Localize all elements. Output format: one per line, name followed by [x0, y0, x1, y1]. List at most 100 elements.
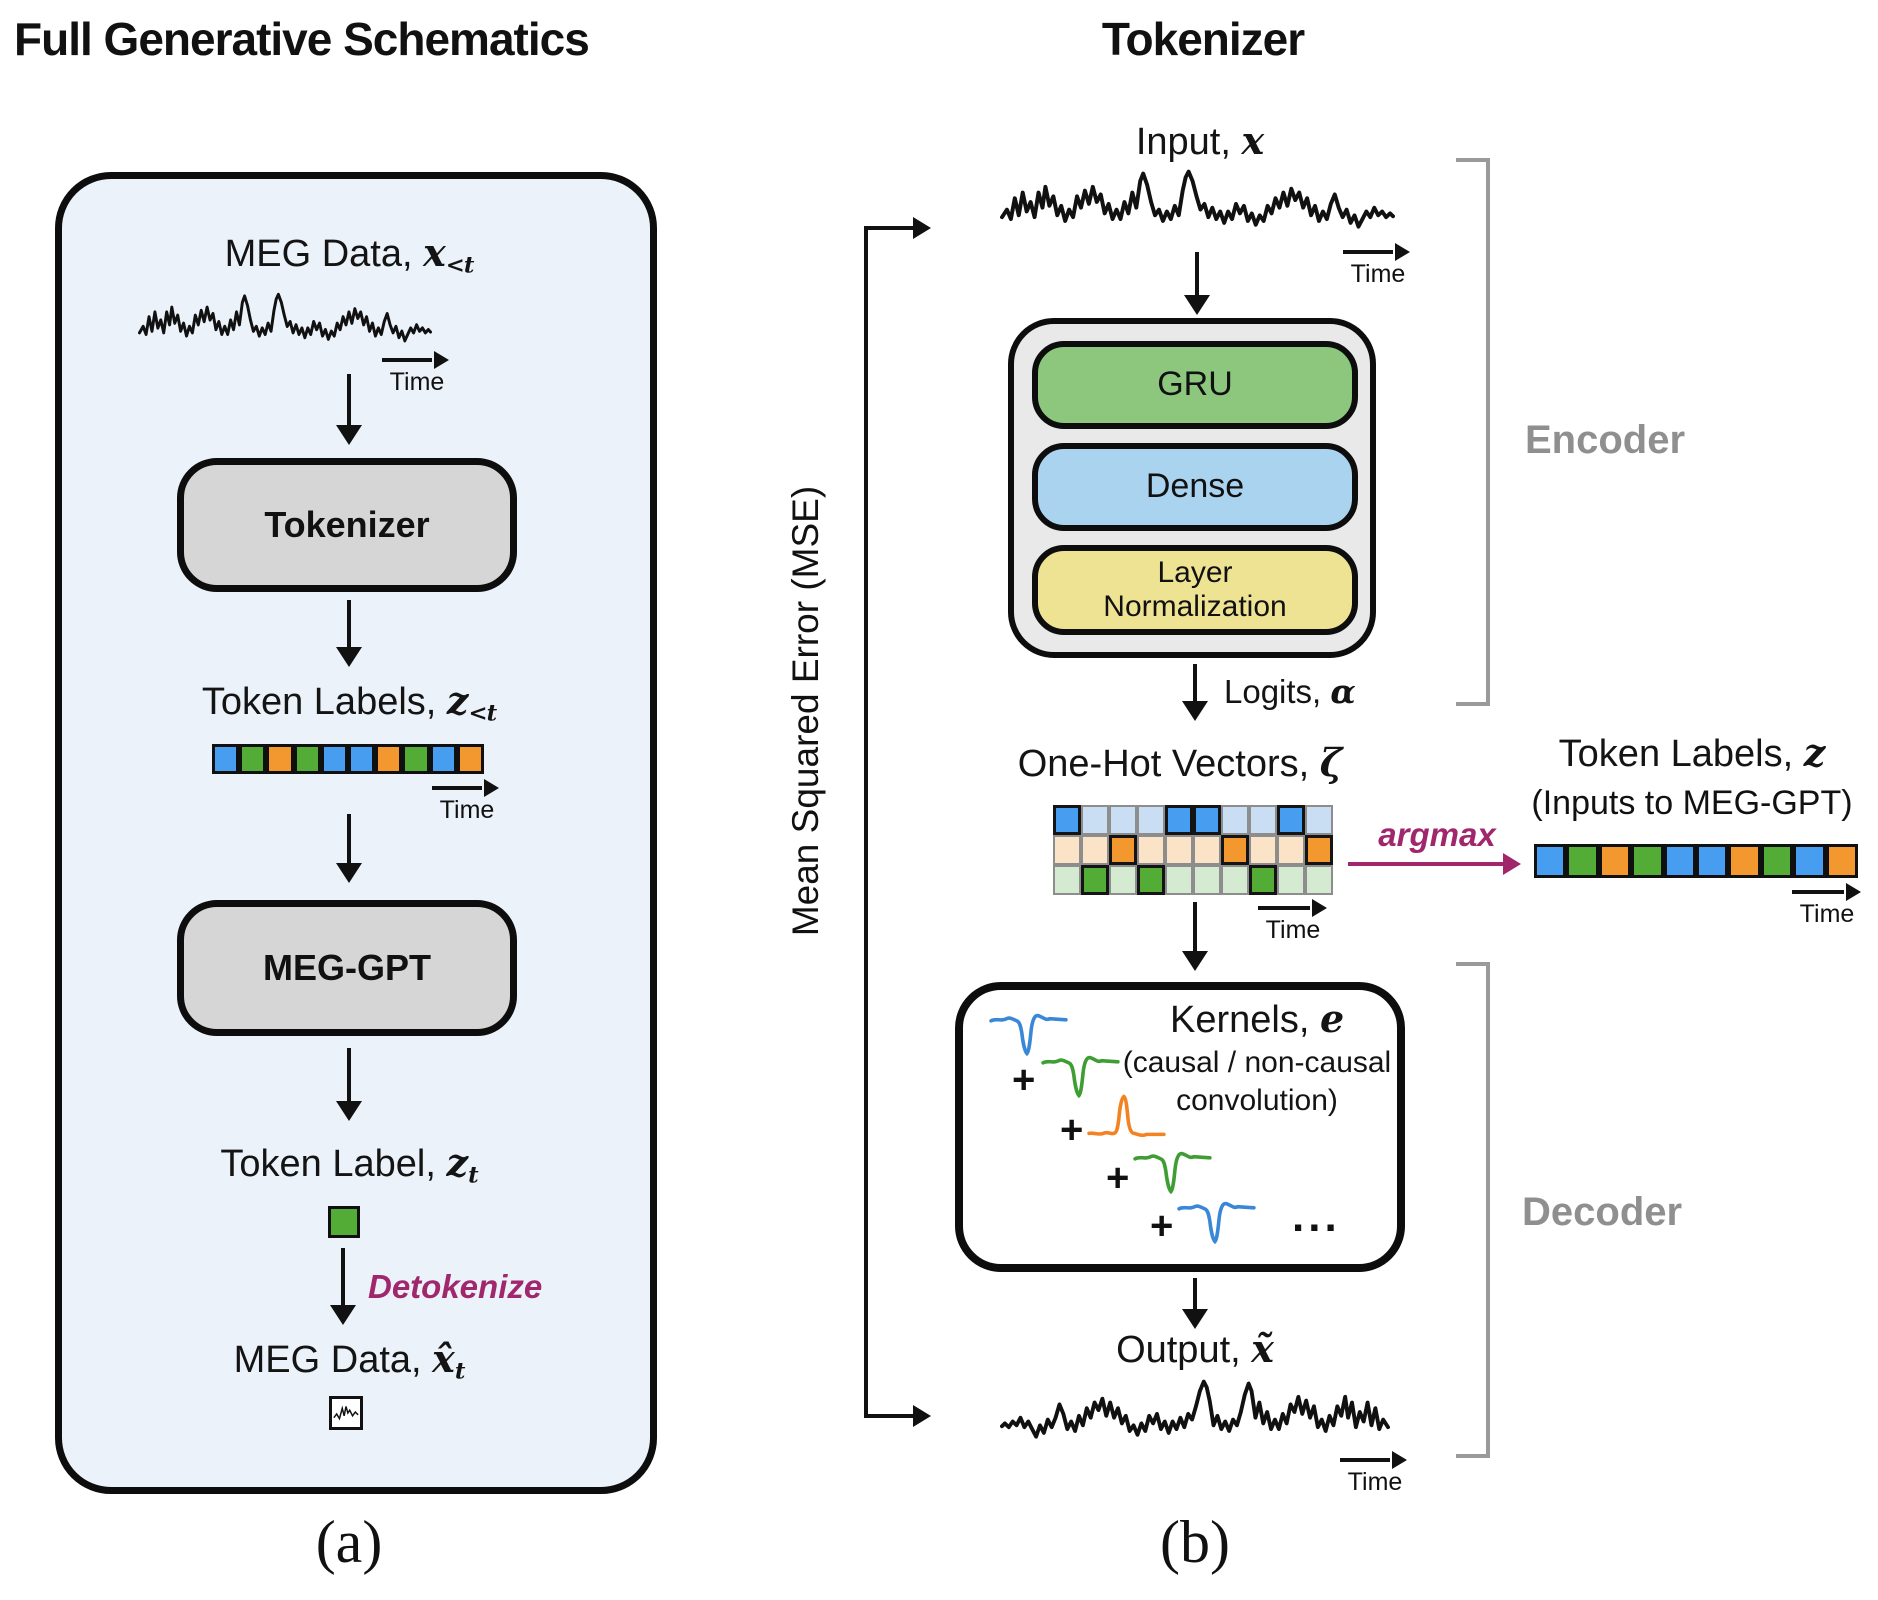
- onehot-cell-orange-selected: [1305, 835, 1333, 865]
- decoder-label: Decoder: [1522, 1190, 1683, 1234]
- onehot-cell-blue-selected: [1165, 805, 1193, 835]
- panel-b-caption: (b): [1160, 1509, 1230, 1575]
- mini-waveform-box: [329, 1396, 363, 1430]
- onehot-cell-blue-selected: [1193, 805, 1221, 835]
- token-cell-green: [239, 744, 267, 774]
- output-label: Output, x̃: [945, 1326, 1445, 1372]
- layer-layernorm-label: Layer Normalization: [1103, 555, 1287, 624]
- token-label-a-prefix: Token Label,: [220, 1143, 447, 1185]
- kernels-label: Kernels, e: [1170, 996, 1344, 1042]
- panel-a-title: Full Generative Schematics: [14, 13, 590, 65]
- token-cell-orange: [375, 744, 403, 774]
- onehot-cell-blue: [1249, 805, 1277, 835]
- arrow-down: [1193, 664, 1197, 702]
- ellipsis: ...: [1292, 1192, 1341, 1241]
- token-cell-blue: [1534, 844, 1567, 878]
- meg-data-label: MEG Data, x<t: [99, 230, 599, 278]
- kernels-box: [955, 982, 1405, 1272]
- token-cell-green: [402, 744, 430, 774]
- token-labels-b-prefix: Token Labels,: [1558, 733, 1804, 775]
- token-cell-orange: [1598, 844, 1632, 878]
- kernel-blue-icon: [1177, 1201, 1256, 1245]
- token-cell-blue: [347, 744, 376, 774]
- meg-data-hat-label: MEG Data, x̂t: [99, 1336, 599, 1384]
- onehot-cell-orange: [1053, 835, 1081, 865]
- meg-waveform: [138, 292, 432, 343]
- kernels-symbol: e: [1319, 996, 1345, 1041]
- onehot-cell-blue-selected: [1053, 805, 1081, 835]
- layer-gru-label: GRU: [1157, 365, 1233, 404]
- token-cell-blue: [429, 744, 457, 774]
- time-label: Time: [1799, 900, 1855, 928]
- argmax-label: argmax: [1378, 816, 1496, 853]
- token-cell-orange: [266, 744, 294, 774]
- token-square-green: [328, 1206, 360, 1238]
- mini-waveform: [333, 1405, 359, 1421]
- onehot-cell-orange: [1137, 835, 1165, 865]
- panel-a-caption: (a): [315, 1509, 383, 1575]
- kernels-note-line2: convolution): [1176, 1084, 1338, 1117]
- detokenize-label: Detokenize: [368, 1268, 543, 1305]
- token-cell-orange: [1825, 844, 1858, 878]
- mse-bottom-arrow: [866, 1414, 914, 1418]
- token-strip-b: [1534, 844, 1858, 878]
- token-label-a-subscript: t: [468, 1162, 478, 1189]
- encoder-bracket: [1456, 158, 1490, 706]
- panel-b-title: Tokenizer: [1101, 13, 1305, 65]
- tokenizer-node-label: Tokenizer: [264, 504, 430, 545]
- onehot-cell-orange-selected: [1109, 835, 1137, 865]
- arrow-down: [347, 600, 351, 648]
- mse-label: Mean Squared Error (MSE): [785, 485, 826, 937]
- plus-sign: +: [1106, 1156, 1130, 1200]
- token-cell-blue: [212, 744, 240, 774]
- onehot-cell-blue-selected: [1277, 805, 1305, 835]
- onehot-cell-green-selected: [1137, 865, 1165, 895]
- token-label-a-symbol: z: [446, 1140, 469, 1185]
- kernel-green-icon: [1133, 1151, 1212, 1195]
- onehot-cell-green: [1165, 865, 1193, 895]
- token-label-a-label: Token Label, zt: [99, 1140, 599, 1188]
- onehot-cell-green: [1109, 865, 1137, 895]
- token-cell-orange: [456, 744, 484, 774]
- meg-gpt-node: MEG-GPT: [177, 900, 517, 1036]
- token-cell-green: [293, 744, 321, 774]
- input-prefix: Input,: [1135, 121, 1242, 163]
- token-labels-b-label: Token Labels, z: [1442, 730, 1878, 776]
- input-label: Input, x: [950, 118, 1450, 164]
- time-arrow: [1343, 250, 1393, 254]
- logits-prefix: Logits,: [1224, 673, 1331, 710]
- meg-data-hat-subscript: t: [454, 1358, 465, 1385]
- tokenizer-node: Tokenizer: [177, 458, 517, 592]
- token-cell-green: [1631, 844, 1664, 878]
- arrow-down: [1193, 902, 1197, 952]
- output-waveform: [1000, 1379, 1390, 1439]
- decoder-bracket: [1456, 962, 1490, 1458]
- arrow-down: [341, 1248, 345, 1306]
- time-label: Time: [439, 796, 495, 824]
- token-labels-a-symbol: z: [446, 678, 469, 723]
- meg-data-hat-prefix: MEG Data,: [233, 1339, 433, 1381]
- plus-sign: +: [1060, 1108, 1084, 1152]
- arrow-down: [347, 814, 351, 864]
- plus-sign: +: [1012, 1058, 1036, 1102]
- input-symbol: x: [1241, 118, 1265, 163]
- onehot-symbol: ζ: [1319, 740, 1343, 785]
- onehot-cell-blue: [1137, 805, 1165, 835]
- onehot-cell-blue: [1109, 805, 1137, 835]
- layer-gru: GRU: [1032, 341, 1358, 429]
- token-labels-a-prefix: Token Labels,: [201, 681, 447, 723]
- logits-label: Logits, α: [1224, 672, 1356, 711]
- onehot-cell-orange-selected: [1221, 835, 1249, 865]
- onehot-cell-orange: [1277, 835, 1305, 865]
- token-labels-a-label: Token Labels, z<t: [99, 678, 599, 726]
- token-cell-blue: [1663, 844, 1696, 878]
- encoder-label: Encoder: [1525, 418, 1686, 462]
- onehot-label: One-Hot Vectors, ζ: [930, 740, 1430, 786]
- arrow-down: [1193, 1278, 1197, 1310]
- arrow-down: [1195, 252, 1199, 296]
- meg-data-symbol: x: [423, 230, 446, 275]
- token-cell-blue: [1695, 844, 1729, 878]
- token-cell-blue: [320, 744, 348, 774]
- token-cell-green: [1566, 844, 1599, 878]
